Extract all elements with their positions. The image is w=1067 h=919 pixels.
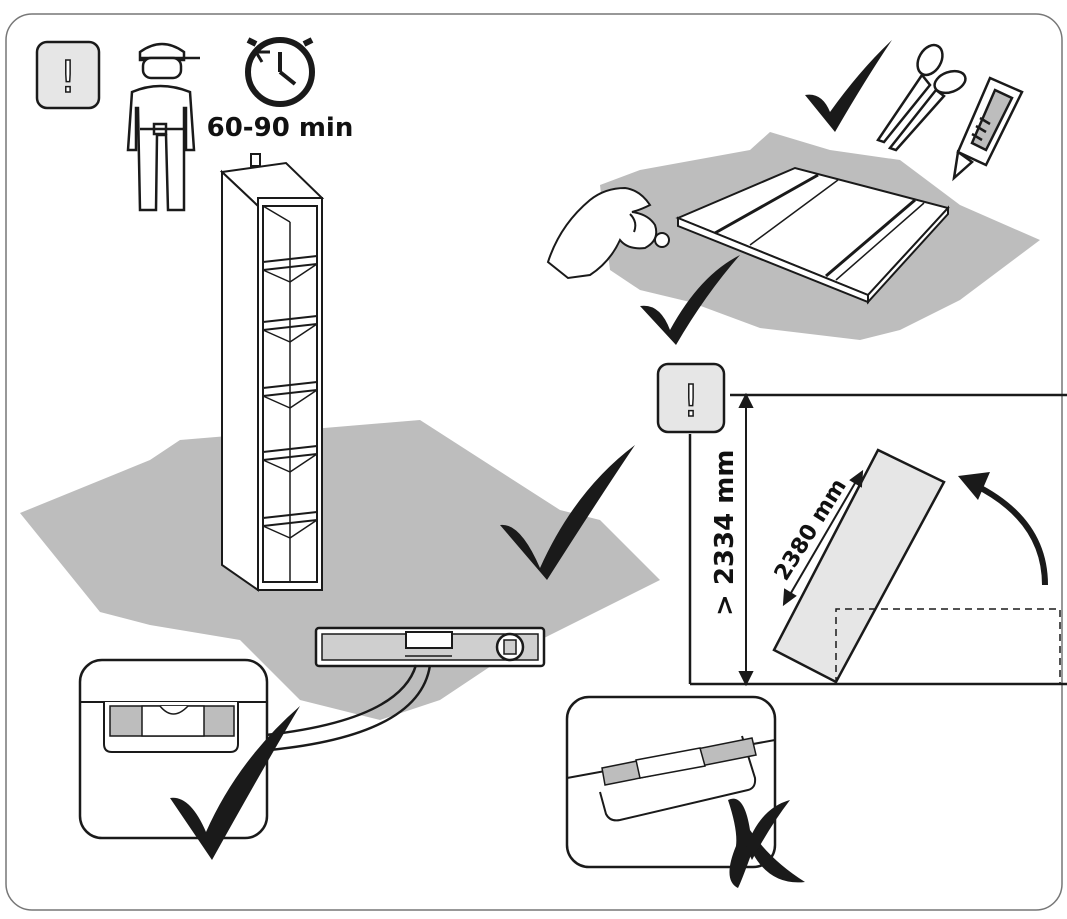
clock-icon: 60-90 min	[207, 37, 354, 143]
upright-panel-dashed	[835, 608, 1061, 684]
bookcase	[219, 153, 325, 592]
hand-icon	[546, 186, 670, 280]
room-outline	[688, 393, 1067, 686]
page-frame	[5, 13, 1063, 911]
checkmark-icon	[640, 255, 740, 345]
checkmark-icon	[170, 706, 300, 860]
warning-icon: !	[656, 362, 726, 434]
flat-pack-box	[675, 166, 950, 305]
ceiling-height-label: > 2334 mm	[710, 450, 740, 616]
level-detail-callout-bad	[565, 695, 777, 869]
duration-label: 60-90 min	[207, 113, 354, 143]
cross-icon	[728, 798, 805, 888]
person-icon	[126, 42, 200, 212]
checkmark-icon	[500, 445, 635, 580]
utility-knife-icon	[952, 76, 1024, 182]
level-detail-callout-good	[78, 658, 432, 840]
ceiling-height-dimension	[738, 392, 754, 687]
scissors-icon	[876, 43, 967, 152]
warning-icon: !	[35, 40, 101, 110]
spirit-level-icon	[314, 626, 546, 668]
checkmark-icon	[805, 40, 892, 132]
warning-symbol: !	[59, 52, 77, 103]
svg-text:!: !	[682, 376, 700, 427]
rotate-arrow-icon	[958, 472, 1048, 586]
diagonal-dimension	[782, 469, 864, 607]
